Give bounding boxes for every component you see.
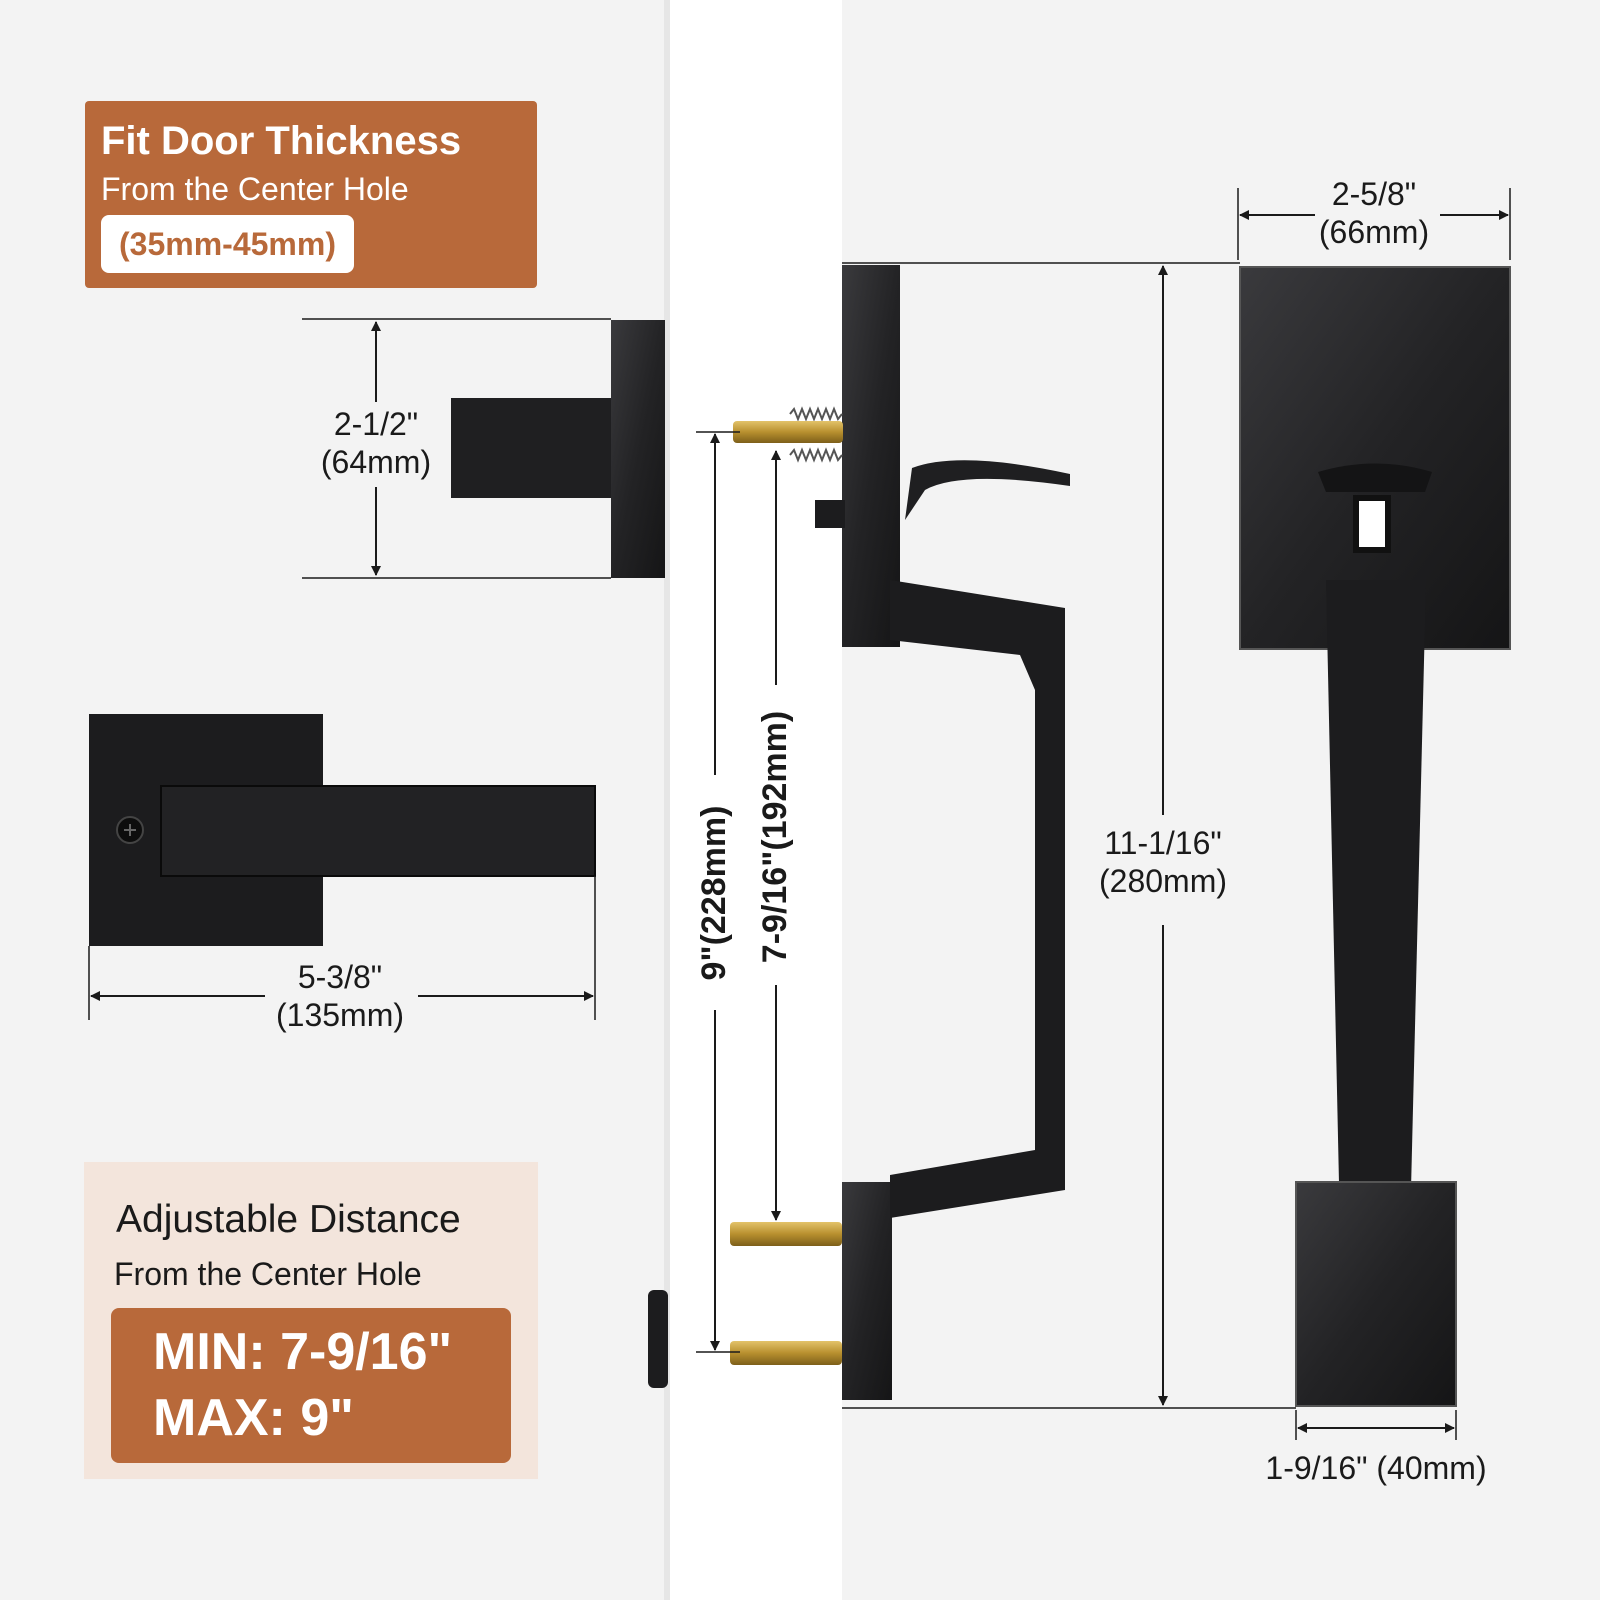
plate-width-label: 2-5/8" (66mm) <box>1304 175 1444 251</box>
min-max-badge: MIN: 7-9/16" MAX: 9" <box>111 1308 511 1463</box>
door-edge-shadow <box>664 0 670 1600</box>
door-thickness-range-badge: (35mm-45mm) <box>101 215 354 273</box>
max-distance-label: 9"(228mm) <box>695 805 733 981</box>
adjustable-distance-subtitle: From the Center Hole <box>114 1256 422 1292</box>
total-height-label: 11-1/16" (280mm) <box>1083 824 1243 900</box>
adjustable-distance-title: Adjustable Distance <box>116 1198 461 1241</box>
adjustable-distance-callout: Adjustable Distance From the Center Hole… <box>84 1162 538 1479</box>
total-height-metric: (280mm) <box>1098 863 1227 899</box>
total-height-imperial: 11-1/16" <box>1104 825 1222 861</box>
lever-length-label: 5-3/8" (135mm) <box>260 958 420 1034</box>
plate-width-imperial: 2-5/8" <box>1331 176 1417 212</box>
dimension-arrows <box>90 210 1509 1433</box>
bottom-width-label: 1-9/16" (40mm) <box>1265 1450 1487 1486</box>
lever-length-imperial: 5-3/8" <box>297 959 383 995</box>
fit-door-subtitle: From the Center Hole <box>101 171 409 207</box>
fit-door-thickness-callout: Fit Door Thickness From the Center Hole … <box>85 101 537 288</box>
lever-length-metric: (135mm) <box>275 997 404 1033</box>
interior-rose-side-view <box>451 320 665 578</box>
fit-door-title: Fit Door Thickness <box>101 119 462 163</box>
rose-height-imperial: 2-1/2" <box>333 406 419 442</box>
rose-height-metric: (64mm) <box>320 444 432 480</box>
plate-width-metric: (66mm) <box>1318 214 1430 250</box>
door-slab <box>668 0 842 1600</box>
rose-height-label: 2-1/2" (64mm) <box>306 405 446 481</box>
handleset-front-view <box>1239 266 1511 1407</box>
interior-lever-front-view <box>89 714 596 946</box>
min-distance-label: 7-9/16"(192mm) <box>756 710 794 964</box>
handleset-side-view <box>648 265 1070 1400</box>
max-distance-value: MAX: 9" <box>153 1389 354 1447</box>
extension-lines <box>88 188 1511 1440</box>
min-distance-value: MIN: 7-9/16" <box>153 1323 453 1381</box>
